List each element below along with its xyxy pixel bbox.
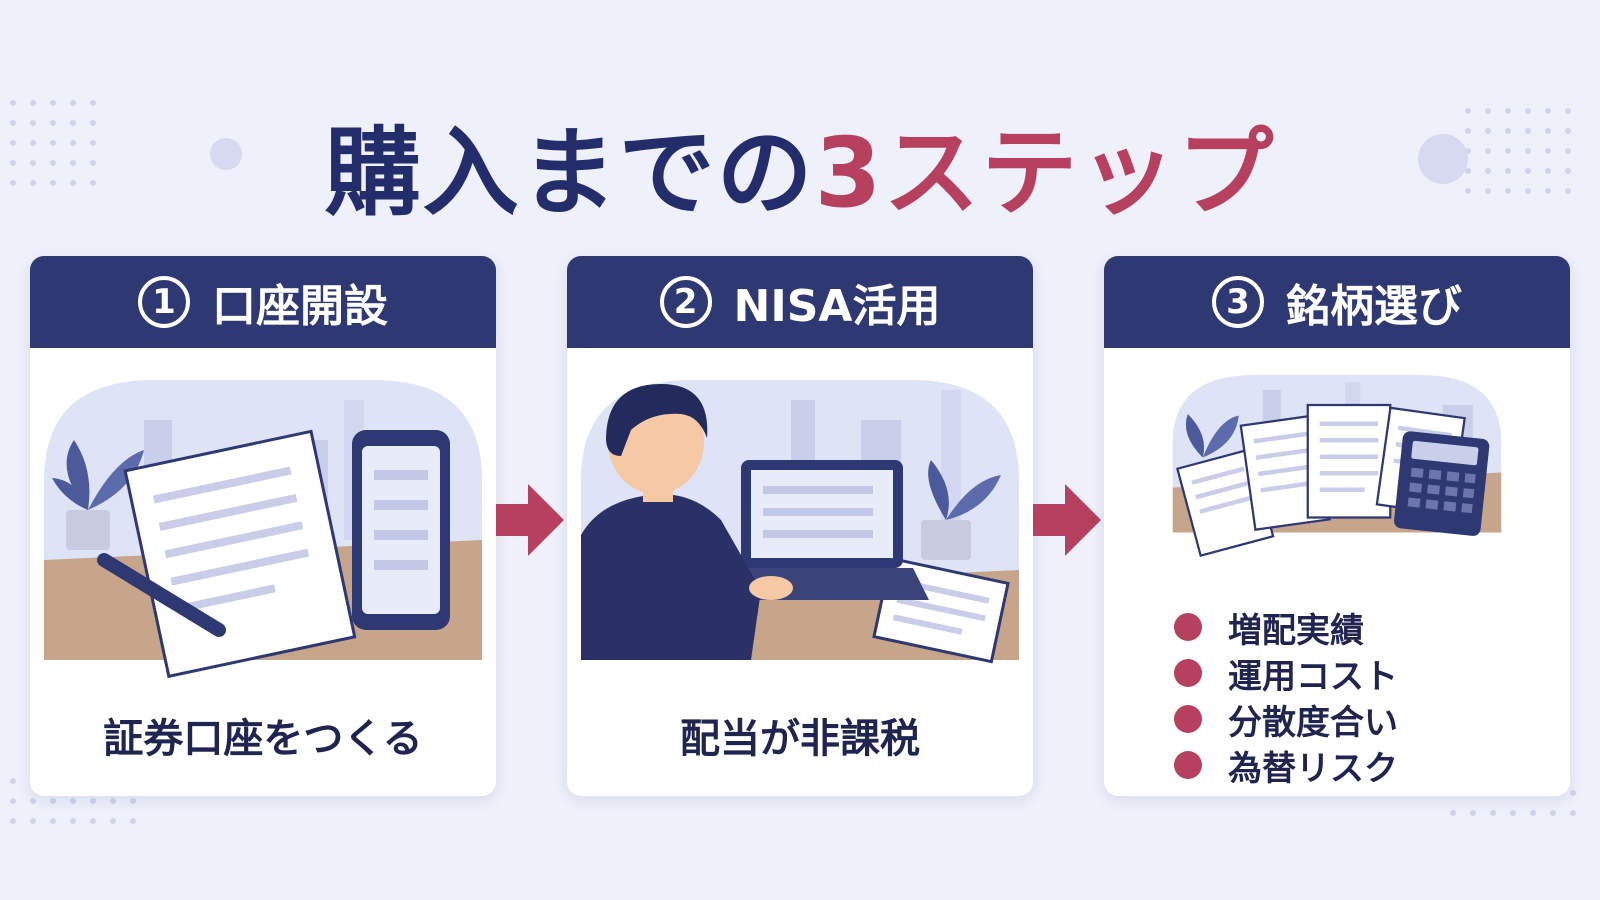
bullet-dot-icon: [1174, 613, 1202, 641]
step-card-header: 1 口座開設: [30, 256, 496, 348]
criteria-item: 増配実績: [1174, 604, 1398, 651]
bullet-dot-icon: [1174, 659, 1202, 687]
title-main: 購入までの: [324, 117, 815, 229]
step-number-badge: 1: [138, 276, 190, 328]
criteria-list: 増配実績 運用コスト 分散度合い 為替リスク: [1174, 604, 1398, 789]
step-card-2: 2 NISA活用 配当が非課税: [567, 256, 1033, 796]
account-opening-illustration: [44, 380, 482, 679]
criteria-item: 運用コスト: [1174, 650, 1398, 697]
step-card-header: 3 銘柄選び: [1104, 256, 1570, 348]
dot-pattern-left: [10, 100, 96, 186]
step-title: NISA活用: [733, 281, 941, 332]
nisa-illustration: [581, 380, 1019, 664]
bullet-dot-icon: [1174, 751, 1202, 779]
arrow-right-icon: [1033, 484, 1101, 556]
bullet-dot-icon: [1174, 705, 1202, 733]
decor-circle-right: [1418, 134, 1468, 184]
criteria-item: 分散度合い: [1174, 696, 1398, 743]
title-accent: 3ステップ: [814, 117, 1276, 229]
stock-selection-illustration: [1172, 375, 1502, 558]
criteria-item: 為替リスク: [1174, 742, 1398, 789]
step-card-3: 3 銘柄選び 増配実績 運用: [1104, 256, 1570, 796]
step-title: 銘柄選び: [1286, 281, 1462, 332]
step-title: 口座開設: [212, 281, 388, 332]
step-caption: 証券口座をつくる: [103, 716, 423, 762]
step-number-badge: 3: [1212, 276, 1264, 328]
decor-circle-left: [210, 138, 242, 170]
step-caption: 配当が非課税: [680, 716, 920, 762]
page-title: 購入までの3ステップ: [0, 118, 1600, 228]
step-number-badge: 2: [659, 276, 712, 328]
step-card-1: 1 口座開設 証券口座をつくる: [30, 256, 496, 796]
step-card-header: 2 NISA活用: [567, 256, 1033, 348]
dot-pattern-right: [1465, 108, 1571, 194]
arrow-right-icon: [496, 484, 564, 556]
